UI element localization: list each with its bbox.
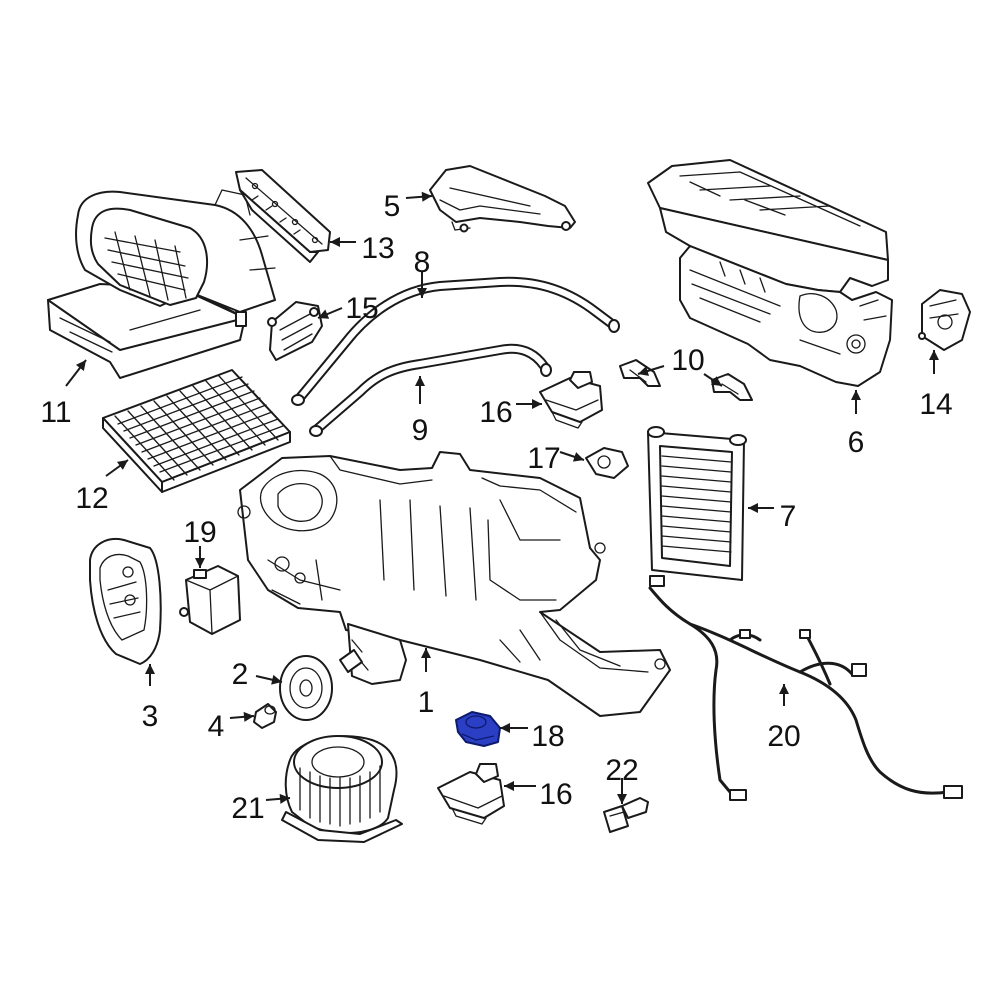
callout-c7-arrowhead [748,503,758,513]
part-22-sensor[interactable] [603,797,649,833]
callout-c16b[interactable]: 16 [539,778,572,811]
part-11-blower-housing[interactable] [47,189,276,379]
part-1-hvac-case[interactable] [237,451,671,717]
callout-c6[interactable]: 6 [848,426,865,459]
part-16-actuator-upper[interactable] [539,371,603,429]
part-7-heater-core[interactable] [647,426,747,581]
callout-c16b-arrowhead [504,781,514,791]
callout-c20[interactable]: 20 [767,720,800,753]
callout-c15-arrowhead [318,309,330,319]
callout-c5-arrowhead [421,191,432,202]
part-10-clips[interactable] [619,359,753,401]
callout-c14[interactable]: 14 [919,388,952,421]
callout-c16a-arrowhead [532,399,542,409]
part-12-cabin-filter[interactable] [102,369,291,493]
callout-c4[interactable]: 4 [208,710,225,743]
callout-c14-arrowhead [929,350,939,360]
callout-c17[interactable]: 17 [527,442,560,475]
callout-c15[interactable]: 15 [345,292,378,325]
callout-c2[interactable]: 2 [232,658,249,691]
part-20-wiring-harness[interactable] [648,575,963,801]
callout-c18[interactable]: 18 [531,720,564,753]
callout-c20-arrowhead [779,684,789,694]
callout-c9[interactable]: 9 [412,414,429,447]
callout-c9-arrowhead [415,376,425,386]
part-5-duct[interactable] [429,165,576,233]
part-6-evaporator-case[interactable] [647,159,893,387]
part-17-gear[interactable] [585,447,629,479]
callout-c10[interactable]: 10 [671,344,704,377]
callout-c1[interactable]: 1 [418,686,435,719]
callout-c12[interactable]: 12 [75,482,108,515]
callout-c5[interactable]: 5 [384,190,401,223]
part-15-flap[interactable] [267,301,323,361]
callout-c17-arrowhead [572,452,584,462]
callout-c8[interactable]: 8 [414,246,431,279]
callout-c16a[interactable]: 16 [479,396,512,429]
part-4-resistor[interactable] [253,703,277,729]
callout-c1-arrowhead [421,648,431,658]
callout-c11-arrowhead [75,360,86,371]
part-21-blower-motor[interactable] [281,735,403,843]
callout-c8-arrowhead [417,288,427,298]
callout-c12-arrowhead [116,460,128,470]
part-2-motor-cap[interactable] [279,655,333,721]
callout-c10-arrowhead [638,366,650,376]
part-3-cover[interactable] [89,538,162,665]
callout-c2-arrowhead [271,674,282,685]
callout-c19[interactable]: 19 [183,516,216,549]
callout-c3-arrowhead [145,664,155,674]
callout-c10-b-arrowhead [710,376,722,386]
callout-c18-arrowhead [500,723,510,733]
callout-c21[interactable]: 21 [231,792,264,825]
callout-c11[interactable]: 11 [40,396,71,429]
part-14-actuator[interactable] [918,289,971,351]
part-16-actuator-lower[interactable] [437,763,505,825]
callout-c13-arrowhead [330,237,340,247]
callout-c7[interactable]: 7 [780,500,797,533]
callout-c13[interactable]: 13 [361,232,394,265]
callout-c21-arrowhead [279,793,290,804]
callout-c6-arrowhead [851,390,861,400]
part-13-bracket[interactable] [235,169,331,263]
callout-c4-arrowhead [243,711,254,722]
callout-c3[interactable]: 3 [142,700,159,733]
part-9-tube[interactable] [309,343,552,437]
callout-c19-arrowhead [195,558,205,568]
part-8-tube[interactable] [291,276,620,406]
part-19-servo[interactable] [179,565,241,635]
callout-c22-arrowhead [617,794,627,804]
part-18-seal-highlighted[interactable] [455,711,501,747]
